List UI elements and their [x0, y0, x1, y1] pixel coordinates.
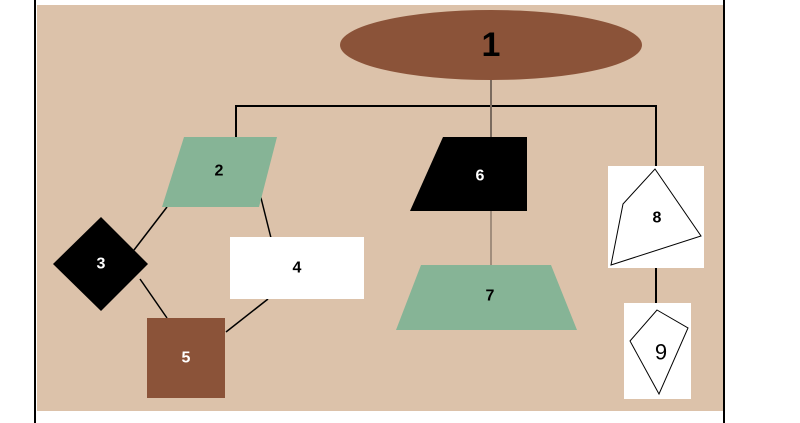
node-9-label: 9 [655, 340, 667, 365]
connector-lines [133, 80, 657, 333]
node-9: 9 [624, 303, 691, 399]
left-border-line [34, 0, 36, 423]
node-2-shape [162, 137, 277, 207]
node-1-shape [340, 10, 642, 80]
connector-4-to-5 [225, 298, 269, 333]
node-5-label: 5 [182, 350, 191, 367]
connector-1-to-2-and-8 [235, 105, 657, 167]
node-8-shape [610, 168, 702, 266]
node-4-shape [230, 237, 364, 299]
node-1: 1 [340, 10, 642, 80]
node-4: 4 [230, 237, 364, 299]
node-6-label: 6 [476, 168, 485, 185]
node-7: 7 [396, 265, 577, 330]
node-6: 6 [410, 137, 527, 211]
node-5-shape [147, 318, 225, 398]
node-2-label: 2 [215, 163, 224, 180]
node-1-label: 1 [482, 26, 501, 64]
node-3: 3 [53, 217, 148, 311]
node-9-shape [629, 309, 689, 396]
node-4-label: 4 [293, 260, 302, 277]
node-8: 8 [608, 166, 704, 268]
connector-3-to-5 [139, 278, 168, 319]
connector-2-to-3 [133, 206, 168, 251]
node-7-shape [396, 265, 577, 330]
node-3-shape [53, 217, 148, 311]
node-3-label: 3 [97, 256, 106, 273]
right-border-line [723, 0, 725, 423]
node-5: 5 [147, 318, 225, 398]
node-7-label: 7 [486, 288, 495, 305]
node-6-shape [410, 137, 527, 211]
node-8-label: 8 [653, 210, 662, 227]
node-2: 2 [162, 137, 277, 207]
